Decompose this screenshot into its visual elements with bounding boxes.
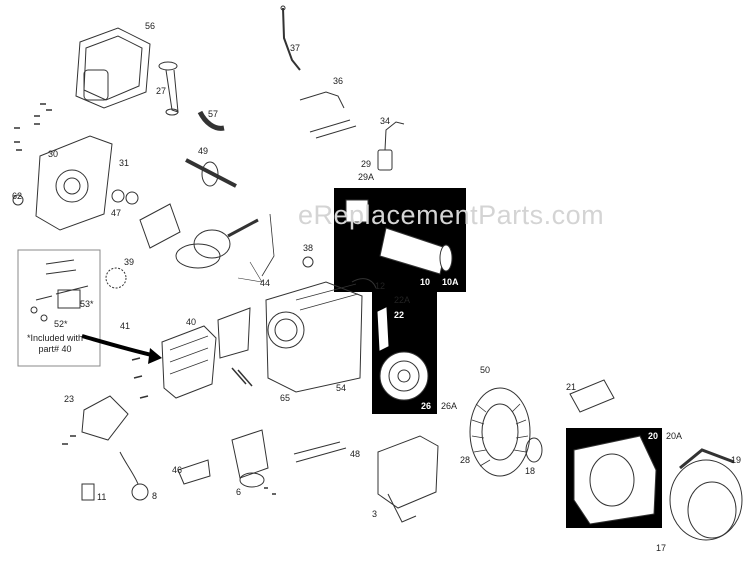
part-label-36: 36 (333, 76, 344, 86)
switch-part-29 (377, 121, 405, 171)
part-label-41: 41 (120, 321, 131, 331)
cooling-fan-part-28 (469, 387, 531, 477)
part-label-34: 34 (380, 116, 391, 126)
part-label-49: 49 (198, 146, 209, 156)
plate-part-21 (569, 379, 615, 413)
dipstick-part-27 (158, 61, 179, 116)
part-label-6: 6 (236, 487, 242, 497)
part-label-44: 44 (260, 278, 271, 288)
blower-housing-part-20 (573, 435, 657, 525)
part-label-26: 26 (421, 401, 432, 411)
switch-part-11 (81, 483, 95, 501)
leader-lines-part-44 (237, 261, 263, 283)
valve-cover (217, 307, 251, 359)
part-label-54: 54 (336, 383, 347, 393)
piston-assembly (175, 213, 275, 277)
part-label-29: 29 (361, 159, 372, 169)
wire-part-48 (293, 441, 347, 463)
fasteners (14, 103, 276, 495)
part-label-20: 20 (648, 431, 659, 441)
bracket-part-22 (377, 307, 389, 351)
flywheel-part-26 (379, 351, 429, 401)
part-label-62: 62 (12, 191, 23, 201)
part-label-46: 46 (172, 465, 183, 475)
part-label-27: 27 (156, 86, 167, 96)
inset-detail-box (17, 249, 101, 367)
note-included-with-part-40: *Included with part# 40 (26, 333, 84, 354)
bearing-part-47 (111, 189, 125, 203)
gear-part-39 (105, 267, 127, 289)
part-label-22A: 22A (394, 295, 411, 305)
starter-motor-part-10 (345, 199, 453, 275)
part-label-28: 28 (460, 455, 471, 465)
part-label-23: 23 (64, 394, 75, 404)
part-label-12: 12 (375, 281, 386, 291)
inset-parts (30, 259, 89, 322)
part-label-29A: 29A (358, 172, 375, 182)
gasket-ring (139, 203, 181, 249)
hub-part-18 (525, 437, 543, 463)
recoil-starter-part-17 (669, 448, 743, 541)
cover-part-23 (81, 395, 129, 441)
part-label-20A: 20A (666, 431, 683, 441)
part-label-39: 39 (124, 257, 135, 267)
part-label-52: 52* (54, 319, 68, 329)
tank-part-3 (377, 435, 439, 523)
crankshaft-part-49 (185, 158, 237, 188)
grommet-part-8 (131, 483, 149, 501)
nut-part-38 (302, 256, 314, 268)
part-label-10A: 10A (442, 277, 459, 287)
seal-part-62 (12, 194, 24, 206)
part-label-65: 65 (280, 393, 291, 403)
part-label-47: 47 (111, 208, 122, 218)
part-label-21: 21 (566, 382, 577, 392)
cylinder-head-part-40 (161, 325, 217, 399)
gasket-part-56 (75, 27, 151, 109)
carburetor-part-6 (231, 429, 269, 488)
part-label-22: 22 (394, 310, 405, 320)
part-label-8: 8 (152, 491, 158, 501)
part-label-40: 40 (186, 317, 197, 327)
lever-part-37 (282, 7, 301, 71)
part-label-3: 3 (372, 509, 378, 519)
bracket-part-46 (177, 459, 211, 485)
part-label-19: 19 (731, 455, 742, 465)
crankcase-cover-part-30 (35, 135, 113, 231)
part-label-10: 10 (420, 277, 431, 287)
part-label-38: 38 (303, 243, 314, 253)
part-label-11: 11 (97, 492, 107, 502)
part-label-57: 57 (208, 109, 219, 119)
part-label-56: 56 (145, 21, 156, 31)
part-label-30: 30 (48, 149, 59, 159)
hose-part-57 (197, 110, 225, 131)
part-label-17: 17 (656, 543, 667, 553)
part-label-31: 31 (119, 158, 130, 168)
wire-part-12 (351, 278, 377, 289)
part-label-26A: 26A (441, 401, 458, 411)
part-label-37: 37 (290, 43, 301, 53)
engine-block (265, 281, 363, 393)
linkage-part-36 (299, 91, 357, 139)
part-label-53: 53* (80, 299, 94, 309)
watermark: eReplacementParts.com (298, 200, 605, 230)
callout-arrow (81, 334, 157, 358)
part-label-18: 18 (525, 466, 536, 476)
part-label-48: 48 (350, 449, 361, 459)
part-label-50: 50 (480, 365, 491, 375)
